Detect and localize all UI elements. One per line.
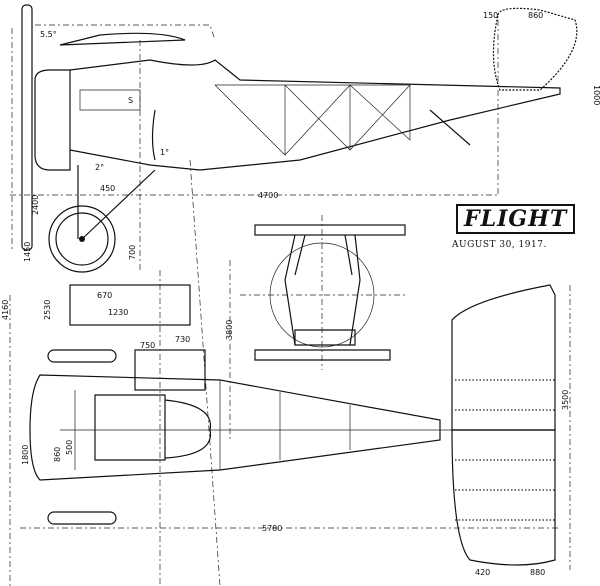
dim-700: 700 — [128, 245, 137, 260]
side-view — [10, 4, 578, 586]
publication-date: AUGUST 30, 1917. — [452, 240, 547, 250]
fuselage-plan — [29, 374, 441, 481]
marker-s-label: S — [128, 96, 133, 105]
dim-2530: 2530 — [43, 300, 52, 320]
tailplane-top — [451, 284, 556, 431]
front-view — [240, 215, 406, 370]
dim-420: 420 — [475, 568, 490, 577]
wheel-plan-top — [47, 349, 117, 363]
tailplane-bottom — [451, 429, 556, 566]
flight-logo: FLIGHT — [456, 204, 576, 234]
dim-1800: 1800 — [21, 445, 30, 465]
dim-4700: 4700 — [258, 191, 278, 200]
angle-mid-label: 1° — [160, 148, 169, 157]
dim-4160: 4160 — [1, 300, 10, 320]
dim-2400: 2400 — [31, 195, 40, 215]
dim-860-rudder: 860 — [528, 11, 543, 20]
tail-skid — [429, 109, 471, 146]
dim-1230: 1230 — [108, 308, 128, 317]
dim-5780: 5780 — [262, 524, 282, 533]
dim-500: 500 — [65, 440, 74, 455]
dim-730: 730 — [175, 335, 190, 344]
upper-wing-side — [59, 32, 186, 46]
dim-860-fuselage: 860 — [53, 447, 62, 462]
dim-450: 450 — [100, 184, 115, 193]
engine-cowling — [34, 69, 71, 171]
dim-670: 670 — [97, 291, 112, 300]
plan-view — [9, 260, 571, 586]
dim-3800: 3800 — [225, 320, 234, 340]
dim-880: 880 — [530, 568, 545, 577]
propeller — [21, 4, 33, 251]
wheel-plan-bottom — [47, 511, 117, 525]
wheel — [48, 205, 116, 273]
rudder — [492, 7, 578, 91]
dim-3500: 3500 — [561, 390, 570, 410]
dim-750: 750 — [140, 341, 155, 350]
dim-150: 150 — [483, 11, 498, 20]
lower-wing-plan — [69, 284, 191, 326]
angle-lower-label: 2° — [95, 163, 104, 172]
angle-upper-label: 5.5° — [40, 30, 57, 39]
upper-wing-front — [254, 224, 406, 236]
dim-1000: 1000 — [592, 85, 600, 105]
dim-1450: 1450 — [23, 242, 32, 262]
